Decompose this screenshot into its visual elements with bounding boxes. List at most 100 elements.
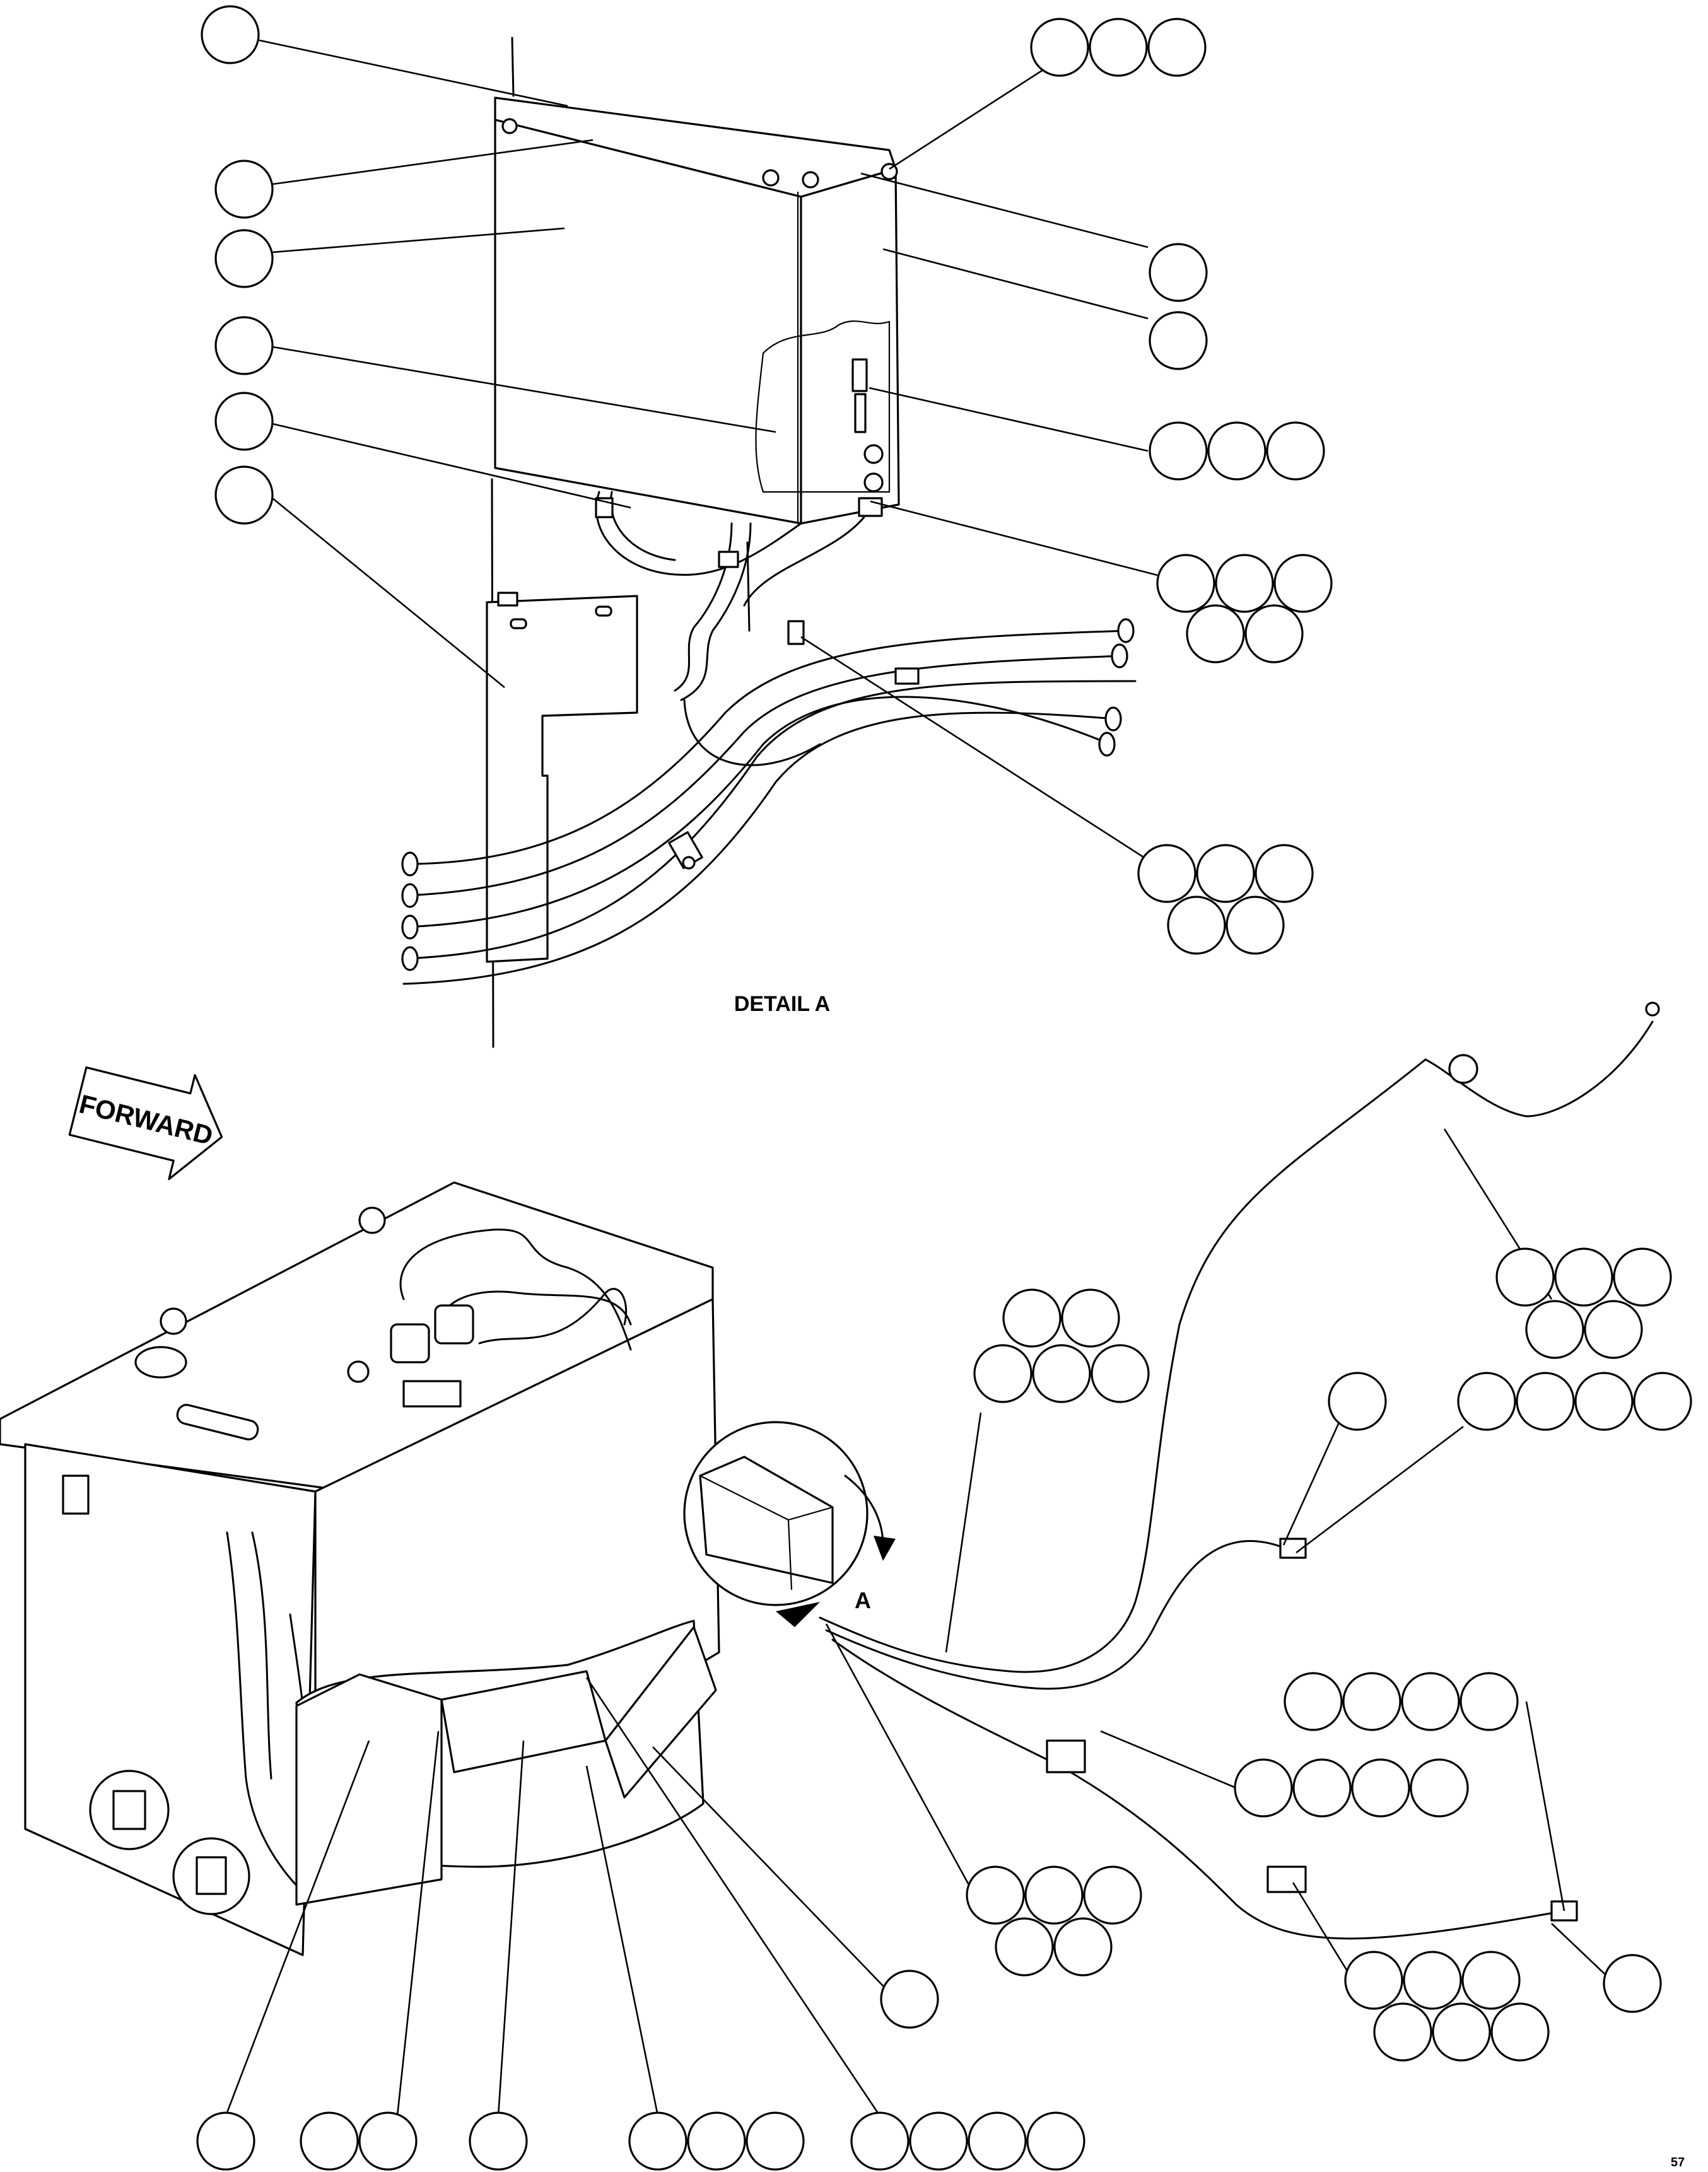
callout-bubble [1089,18,1148,77]
leader-line [1551,1923,1615,1984]
leader-line [272,423,631,509]
inset-box-edge [787,1519,793,1591]
callout-bubble [1061,1288,1120,1348]
terminal-stud [854,393,867,433]
harness-cable [819,1058,1427,1673]
leader-line [1100,1730,1237,1789]
terminal-nut-icon [863,444,884,464]
callout-bubble [1083,1865,1142,1925]
callout-bubble [1459,1672,1519,1731]
grommet-icon [347,1360,370,1383]
rotation-arrow [844,1474,884,1546]
callout-bubble [214,316,274,375]
leader-line [225,1740,370,2117]
callout-bubble [1603,1954,1662,2013]
sheet-mark: 57 [1671,2156,1685,2169]
leader-line [869,387,1149,452]
bolt-icon [880,163,898,180]
callout-bubble [1342,1672,1401,1731]
cable-end [401,914,419,940]
callout-bubble [1401,1672,1460,1731]
callout-bubble [1255,844,1314,903]
connector-plug [390,1323,430,1363]
bracket-plate [486,595,638,963]
cabinet-handle [176,1404,259,1440]
cable-run [402,680,1137,960]
callout-bubble [1457,1372,1516,1431]
box-side-face [800,168,900,525]
receptacle-face [112,1790,146,1830]
callout-bubble [1266,421,1325,481]
lifting-eye-icon [160,1307,187,1335]
leader-line [272,346,776,433]
harness-cable [825,1540,1294,1690]
terminal-nut-icon [863,472,884,493]
callout-bubble [1167,896,1226,955]
callout-bubble [1149,421,1208,481]
callout-bubble [968,2111,1027,2171]
callout-bubble [1495,1247,1555,1307]
leader-line [585,1677,881,2117]
callout-bubble [1273,554,1333,613]
callout-bubble [1633,1372,1692,1431]
terminal-stud [851,358,868,392]
cable-end [1111,643,1128,669]
callout-bubble [1461,1951,1521,2010]
bracket-slot [595,605,612,617]
leader-line [825,1623,976,1896]
lifting-eye-icon [358,1206,386,1234]
cable-end [401,851,419,877]
callout-bubble [358,2111,418,2171]
callout-bubble [1149,311,1208,370]
callout-bubble [1292,1758,1352,1818]
leader-line [882,248,1149,320]
callout-bubble [1574,1372,1634,1431]
filler-cap [134,1346,187,1379]
leader-line [945,1412,982,1653]
callout-bubble [1234,1758,1293,1818]
rotation-arrowhead [874,1536,896,1561]
callout-bubble [1137,844,1196,903]
harness-cable [399,1229,632,1351]
callout-bubble [1351,1758,1410,1818]
callout-bubble [973,1344,1032,1403]
callout-bubble [300,2111,359,2171]
callout-bubble [1584,1300,1643,1359]
cable-clamp [894,667,920,685]
cable-end [1117,618,1135,643]
callout-bubble [1186,604,1245,663]
mast-top-line [511,37,515,97]
callout-bubble [628,2111,687,2171]
callout-bubble [1196,844,1255,903]
guard-panel-right [604,1626,717,1799]
leader-line [860,172,1149,248]
callout-bubble [1284,1672,1343,1731]
callout-bubble [1215,554,1274,613]
leader-line [1292,1882,1354,1981]
wire-terminal [1550,1900,1578,1922]
leader-line [870,500,1158,576]
cable-drop [680,522,752,701]
callout-bubble [687,2111,746,2171]
callout-bubble [201,5,260,64]
leader-line [272,227,565,254]
callout-bubble [1554,1247,1613,1307]
inline-connector [1046,1739,1086,1773]
callout-bubble [1373,2002,1432,2062]
callout-bubble [1525,1300,1584,1359]
callout-bubble [214,229,274,288]
harness-cable [478,1288,628,1345]
ground-wire [743,516,865,607]
callout-bubble [746,2111,805,2171]
mounting-bracket [486,592,638,963]
callout-bubble [1613,1247,1672,1307]
leader-line [497,1740,525,2117]
clamp-screw-icon [682,856,696,870]
callout-bubble [214,160,274,219]
inset-box-edge [699,1474,790,1521]
callout-bubble [1490,2002,1550,2062]
terminal-block [858,497,883,517]
callout-bubble [469,2111,528,2171]
inline-connector [1266,1865,1307,1893]
callout-bubble [1403,1951,1462,2010]
